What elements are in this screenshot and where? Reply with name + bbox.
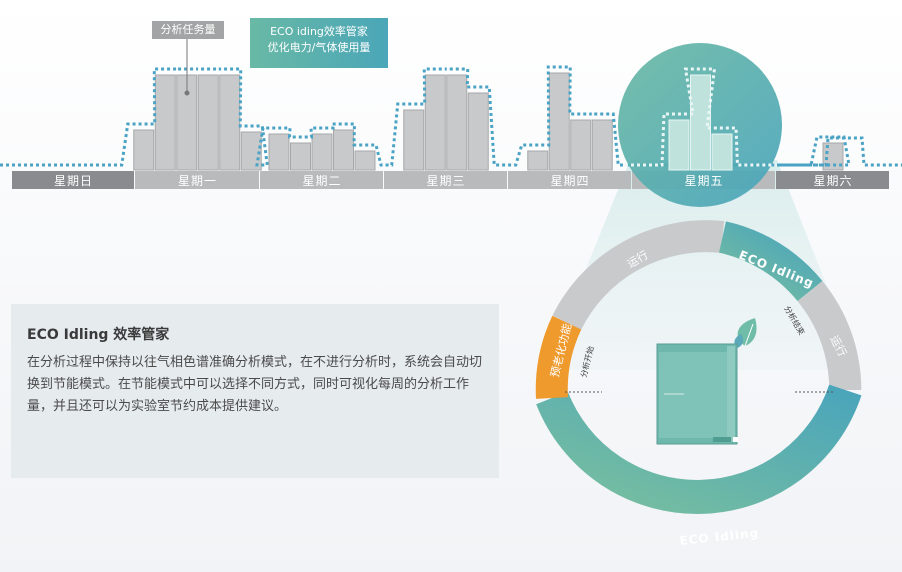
day-band-3 [384,171,507,189]
day-axis: 星期日 星期一 星期二 星期三 星期四 星期六 [12,171,889,189]
bar [133,129,155,171]
info-title: ECO Idling 效率管家 [27,327,170,343]
bar [446,74,468,171]
day-band-0 [12,171,134,189]
bar [333,129,354,171]
day-label: 星期三 [426,174,465,188]
info-body: 在分析过程中保持以往气相色谱准确分析模式，在不进行分析时，系统会自动切换到节能模… [27,355,483,414]
bar [268,133,290,171]
day-label: 星期二 [302,174,341,188]
bar [403,109,425,171]
bar [219,74,241,171]
bar [197,74,219,171]
day-label: 星期四 [550,174,589,188]
ring-segment-warmup [535,315,582,399]
bar [570,119,592,171]
magnified-bars [668,74,733,171]
bar [311,133,333,171]
magnified-outline [625,67,777,167]
bar [822,142,844,171]
bar [424,74,446,171]
day-label: 星期一 [178,174,217,188]
task-volume-label: 分析任务量 [152,21,224,39]
day-label-highlight: 星期五 [684,174,723,188]
ring-segment-run-top [552,220,725,331]
magnified-day-label: 星期五 [684,174,723,188]
callout-dot [184,90,190,96]
bar [548,72,570,171]
info-panel: ECO Idling 效率管家 在分析过程中保持以往气相色谱准确分析模式，在不进… [11,304,499,478]
eco-callout-line2: 优化电力/气体使用量 [267,41,371,54]
leaf-icon [734,318,757,348]
ring-segment-eco-top [718,221,823,302]
bar [668,119,690,171]
day-label: 星期六 [813,174,852,188]
bar [591,119,613,171]
bar [290,142,311,171]
day-band-1 [135,171,259,189]
bar [711,133,733,171]
gc-instrument-icon [656,343,738,445]
eco-outline-line [0,65,851,167]
day-band-4 [508,171,631,189]
eco-callout-line1: ECO iding效率管家 [270,25,368,38]
eco-bottom-label: ECO Idling [679,526,760,548]
cycle-ring [535,220,862,514]
bar [527,150,549,171]
ring-segment-run-right [797,280,862,391]
day-band-2 [260,171,383,189]
bar [467,92,489,171]
eco-idling-callout: ECO iding效率管家 优化电力/气体使用量 [250,18,388,68]
zoom-cone [545,160,860,370]
bar [154,74,176,171]
day-band-6 [776,171,889,189]
bar-group [133,72,844,171]
ring-segment-eco-bottom [536,384,862,514]
bar [690,74,711,171]
bar [354,150,376,171]
day-label: 星期日 [54,174,93,188]
bar [240,131,262,171]
